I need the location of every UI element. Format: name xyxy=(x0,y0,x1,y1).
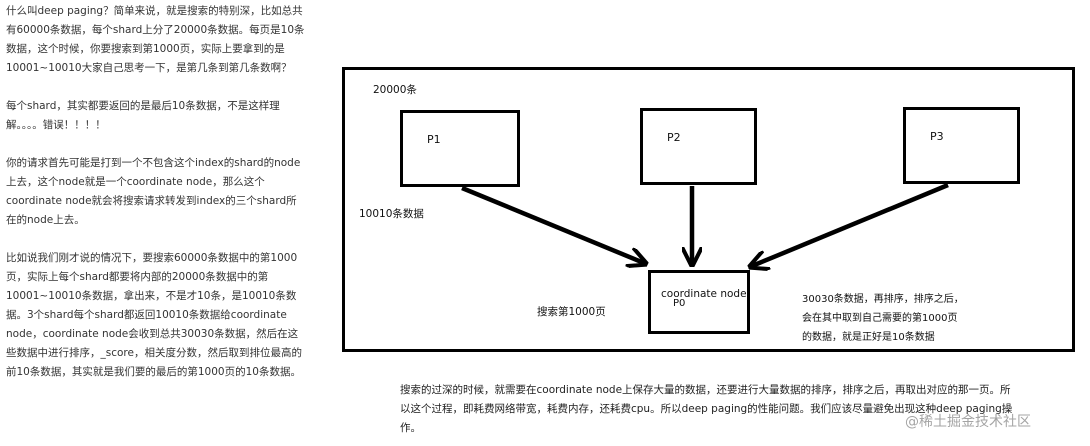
paragraph-example: 比如说我们刚才说的情况下，要搜索60000条数据中的第1000页，实际上每个sh… xyxy=(6,252,302,378)
shard-p1: P1 xyxy=(400,110,520,187)
shard-p3-label: P3 xyxy=(930,130,944,143)
bottom-conclusion: 搜索的过深的时候，就需要在coordinate node上保存大量的数据，还要进… xyxy=(400,384,1013,434)
count-label: 20000条 xyxy=(373,84,417,96)
search-page-label: 搜索第1000页 xyxy=(537,306,606,318)
paragraph-coordinate-node: 你的请求首先可能是打到一个不包含这个index的shard的node上去，这个n… xyxy=(6,157,301,226)
coordinate-node: coordinate node P0 xyxy=(648,270,750,334)
right-note-line: 的数据，就是正好是10条数据 xyxy=(802,332,935,343)
right-note: 30030条数据，再排序，排序之后， 会在其中取到自己需要的第1000页 的数据… xyxy=(802,290,964,347)
right-note-line: 30030条数据，再排序，排序之后， xyxy=(802,294,964,305)
shard-p1-label: P1 xyxy=(427,133,441,146)
paragraph-what-is-deep-paging: 什么叫deep paging？简单来说，就是搜索的特别深，比如总共有60000条… xyxy=(6,5,305,74)
right-note-line: 会在其中取到自己需要的第1000页 xyxy=(802,313,958,324)
shard-p2-label: P2 xyxy=(667,131,681,144)
watermark: @稀土掘金技术社区 xyxy=(905,414,1031,430)
coordinate-node-label: coordinate node xyxy=(661,288,747,300)
diagram-frame xyxy=(342,67,1075,352)
shard-p2: P2 xyxy=(640,108,757,185)
shard-p3: P3 xyxy=(903,107,1020,184)
left-explanation: 什么叫deep paging？简单来说，就是搜索的特别深，比如总共有60000条… xyxy=(6,2,306,401)
paragraph-misconception: 每个shard，其实都要返回的是最后10条数据，不是这样理解。。。。错误！！！！ xyxy=(6,100,280,131)
coordinate-node-sub-label: P0 xyxy=(673,298,686,309)
returned-label: 10010条数据 xyxy=(359,208,424,220)
